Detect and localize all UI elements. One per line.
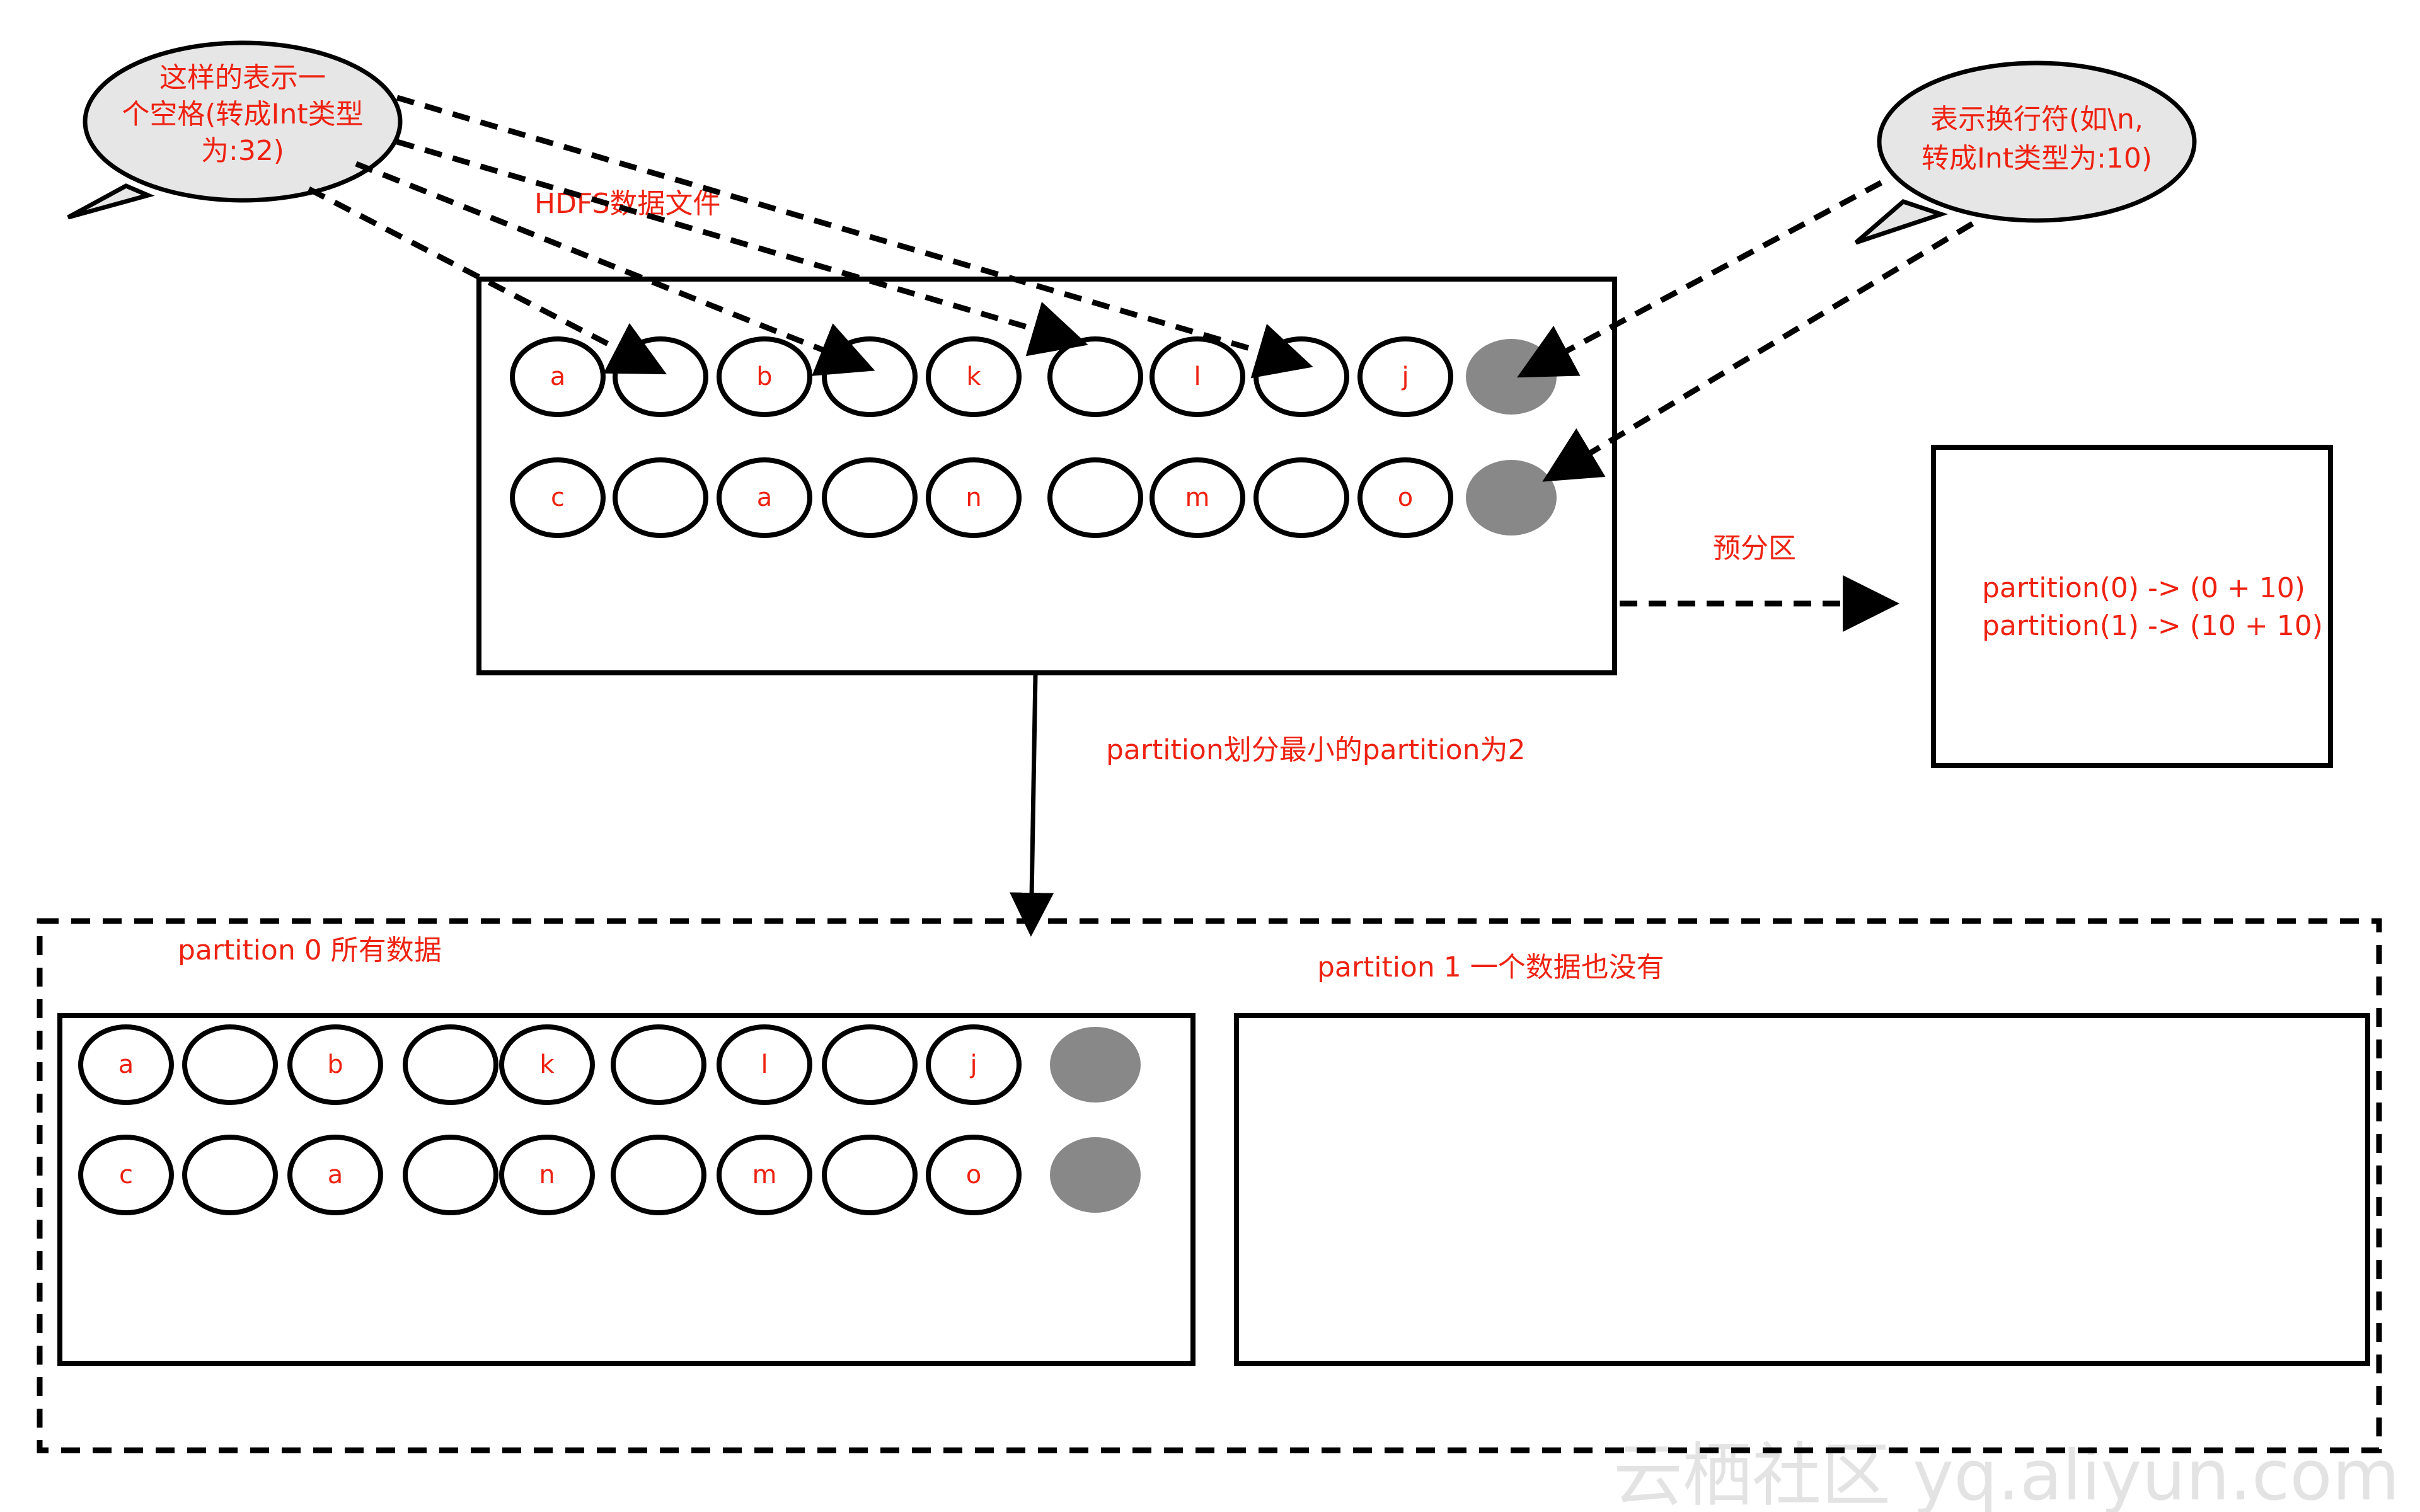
partition0-cell-r1-c8	[822, 1024, 918, 1105]
partition0-cell-label-r1-c3: b	[327, 1050, 343, 1079]
space-arrow-2	[355, 161, 875, 376]
partition0-cell-r1-c4	[403, 1024, 498, 1105]
hdfs-cell-r1-c6	[1047, 336, 1143, 417]
hdfs-cell-r2-c1	[510, 457, 606, 538]
partition0-cell-label-r2-c9: o	[966, 1160, 981, 1189]
pointer-arrows	[307, 94, 1974, 482]
hdfs-cell-r1-c9	[1357, 336, 1453, 417]
partition0-cell-r2-c6	[611, 1135, 706, 1215]
hdfs-cell-r1-c1	[510, 336, 606, 417]
hdfs-newline-cell-r1	[1466, 339, 1557, 415]
hdfs-cell-r1-c7	[1150, 336, 1245, 417]
watermark: 云栖社区 yq.aliyun.com	[1613, 1435, 2400, 1512]
partition0-cell-label-r2-c1: c	[119, 1160, 133, 1189]
partition0-cell-label-r2-c5: n	[539, 1160, 555, 1189]
hdfs-cell-r2-c8	[1253, 457, 1349, 538]
partition0-cell-label-r1-c5: k	[539, 1050, 555, 1079]
space-arrow-3	[396, 139, 1088, 357]
hdfs-cell-label-r1-c7: l	[1194, 362, 1201, 391]
hdfs-cell-label-r1-c3: b	[756, 362, 772, 391]
hdfs-cell-label-r2-c5: n	[965, 483, 981, 512]
hdfs-cell-label-r2-c9: o	[1398, 483, 1413, 512]
partitions-container	[37, 918, 2382, 1453]
newline-arrow-2	[1542, 221, 1974, 482]
pre-partition-box	[1931, 445, 2333, 768]
partition0-cell-r1-c7	[717, 1024, 812, 1105]
hdfs-cells: a b k l j c a n m o	[510, 336, 1557, 538]
hdfs-cell-r1-c5	[926, 336, 1022, 417]
partition0-cell-r1-c1	[78, 1024, 174, 1105]
partition0-cell-r1-c9	[926, 1024, 1022, 1105]
partition0-cell-r1-c6	[611, 1024, 706, 1105]
hdfs-cell-r1-c3	[717, 336, 812, 417]
space-note-line-2: 个空格(转成Int类型	[122, 98, 363, 130]
newline-note-bubble: 表示换行符(如\n, 转成Int类型为:10)	[1854, 60, 2197, 245]
partition0-cell-r1-c5	[499, 1024, 595, 1105]
partition0-cells: a b k l j c a n m o	[78, 1024, 1141, 1215]
partition0-cell-r1-c2	[182, 1024, 278, 1105]
hdfs-cell-label-r2-c1: c	[551, 483, 565, 512]
pre-partition-line-2: partition(1) -> (10 + 10)	[1982, 610, 2323, 642]
partition0-cell-r2-c4	[403, 1135, 498, 1215]
hdfs-cell-r1-c8	[1253, 336, 1349, 417]
partition0-cell-label-r2-c7: m	[752, 1160, 777, 1189]
hdfs-file-label: HDFS数据文件	[534, 188, 720, 220]
pre-partition-label: 预分区	[1713, 532, 1796, 564]
hdfs-cell-r2-c9	[1357, 457, 1453, 538]
newline-note-line-2: 转成Int类型为:10)	[1922, 142, 2152, 175]
newline-note-line-1: 表示换行符(如\n,	[1930, 103, 2143, 135]
partition-split-arrow	[1010, 675, 1054, 937]
space-arrow-4	[396, 94, 1313, 379]
space-note-line-1: 这样的表示一	[159, 62, 326, 94]
space-note-bubble-body	[83, 40, 403, 203]
hdfs-cell-r1-c2	[613, 336, 708, 417]
partition-split-label: partition划分最小的partition为2	[1106, 734, 1525, 766]
partition0-cell-label-r2-c3: a	[328, 1160, 343, 1189]
space-arrow-1	[307, 186, 667, 375]
hdfs-cell-r1-c4	[822, 336, 918, 417]
partition0-newline-cell-r1	[1050, 1027, 1141, 1102]
partition0-newline-cell-r2	[1050, 1137, 1141, 1213]
hdfs-cell-r2-c5	[926, 457, 1022, 538]
hdfs-file-box	[476, 277, 1617, 675]
hdfs-cell-label-r1-c9: j	[1401, 362, 1409, 391]
hdfs-cell-r2-c7	[1150, 457, 1245, 538]
newline-note-bubble-body	[1877, 60, 2197, 223]
partition0-cell-r2-c2	[182, 1135, 278, 1215]
partition0-cell-label-r1-c9: j	[969, 1050, 977, 1079]
hdfs-cell-r2-c4	[822, 457, 918, 538]
partition1-title: partition 1 一个数据也没有	[1317, 951, 1664, 983]
partition0-cell-r2-c5	[499, 1135, 595, 1215]
hdfs-cell-label-r1-c1: a	[550, 362, 566, 391]
newline-arrow-1	[1517, 180, 1883, 378]
hdfs-cell-label-r2-c3: a	[757, 483, 773, 512]
hdfs-cell-r2-c3	[717, 457, 812, 538]
partition0-title: partition 0 所有数据	[178, 934, 442, 966]
hdfs-cell-r2-c2	[613, 457, 708, 538]
partition0-cell-r2-c8	[822, 1135, 918, 1215]
partition1-box	[1234, 1013, 2370, 1366]
partition0-box	[57, 1013, 1196, 1366]
hdfs-cell-r2-c6	[1047, 457, 1143, 538]
newline-note-bubble-tail	[1854, 199, 1949, 245]
partition0-cell-label-r1-c7: l	[761, 1050, 768, 1079]
partition0-cell-r2-c3	[287, 1135, 383, 1215]
partition0-cell-r2-c7	[717, 1135, 812, 1215]
space-note-bubble-tail	[67, 183, 155, 220]
hdfs-cell-label-r2-c7: m	[1185, 483, 1210, 512]
partition0-cell-label-r1-c1: a	[118, 1050, 134, 1079]
space-note-bubble: 这样的表示一 个空格(转成Int类型 为:32)	[67, 40, 403, 220]
partition0-cell-r1-c3	[287, 1024, 383, 1105]
pre-partition-line-1: partition(0) -> (0 + 10)	[1982, 572, 2305, 604]
partition0-cell-r2-c9	[926, 1135, 1022, 1215]
hdfs-newline-cell-r2	[1466, 460, 1557, 536]
space-note-line-3: 为:32)	[201, 135, 284, 167]
partition0-cell-r2-c1	[78, 1135, 174, 1215]
hdfs-cell-label-r1-c5: k	[966, 362, 981, 391]
